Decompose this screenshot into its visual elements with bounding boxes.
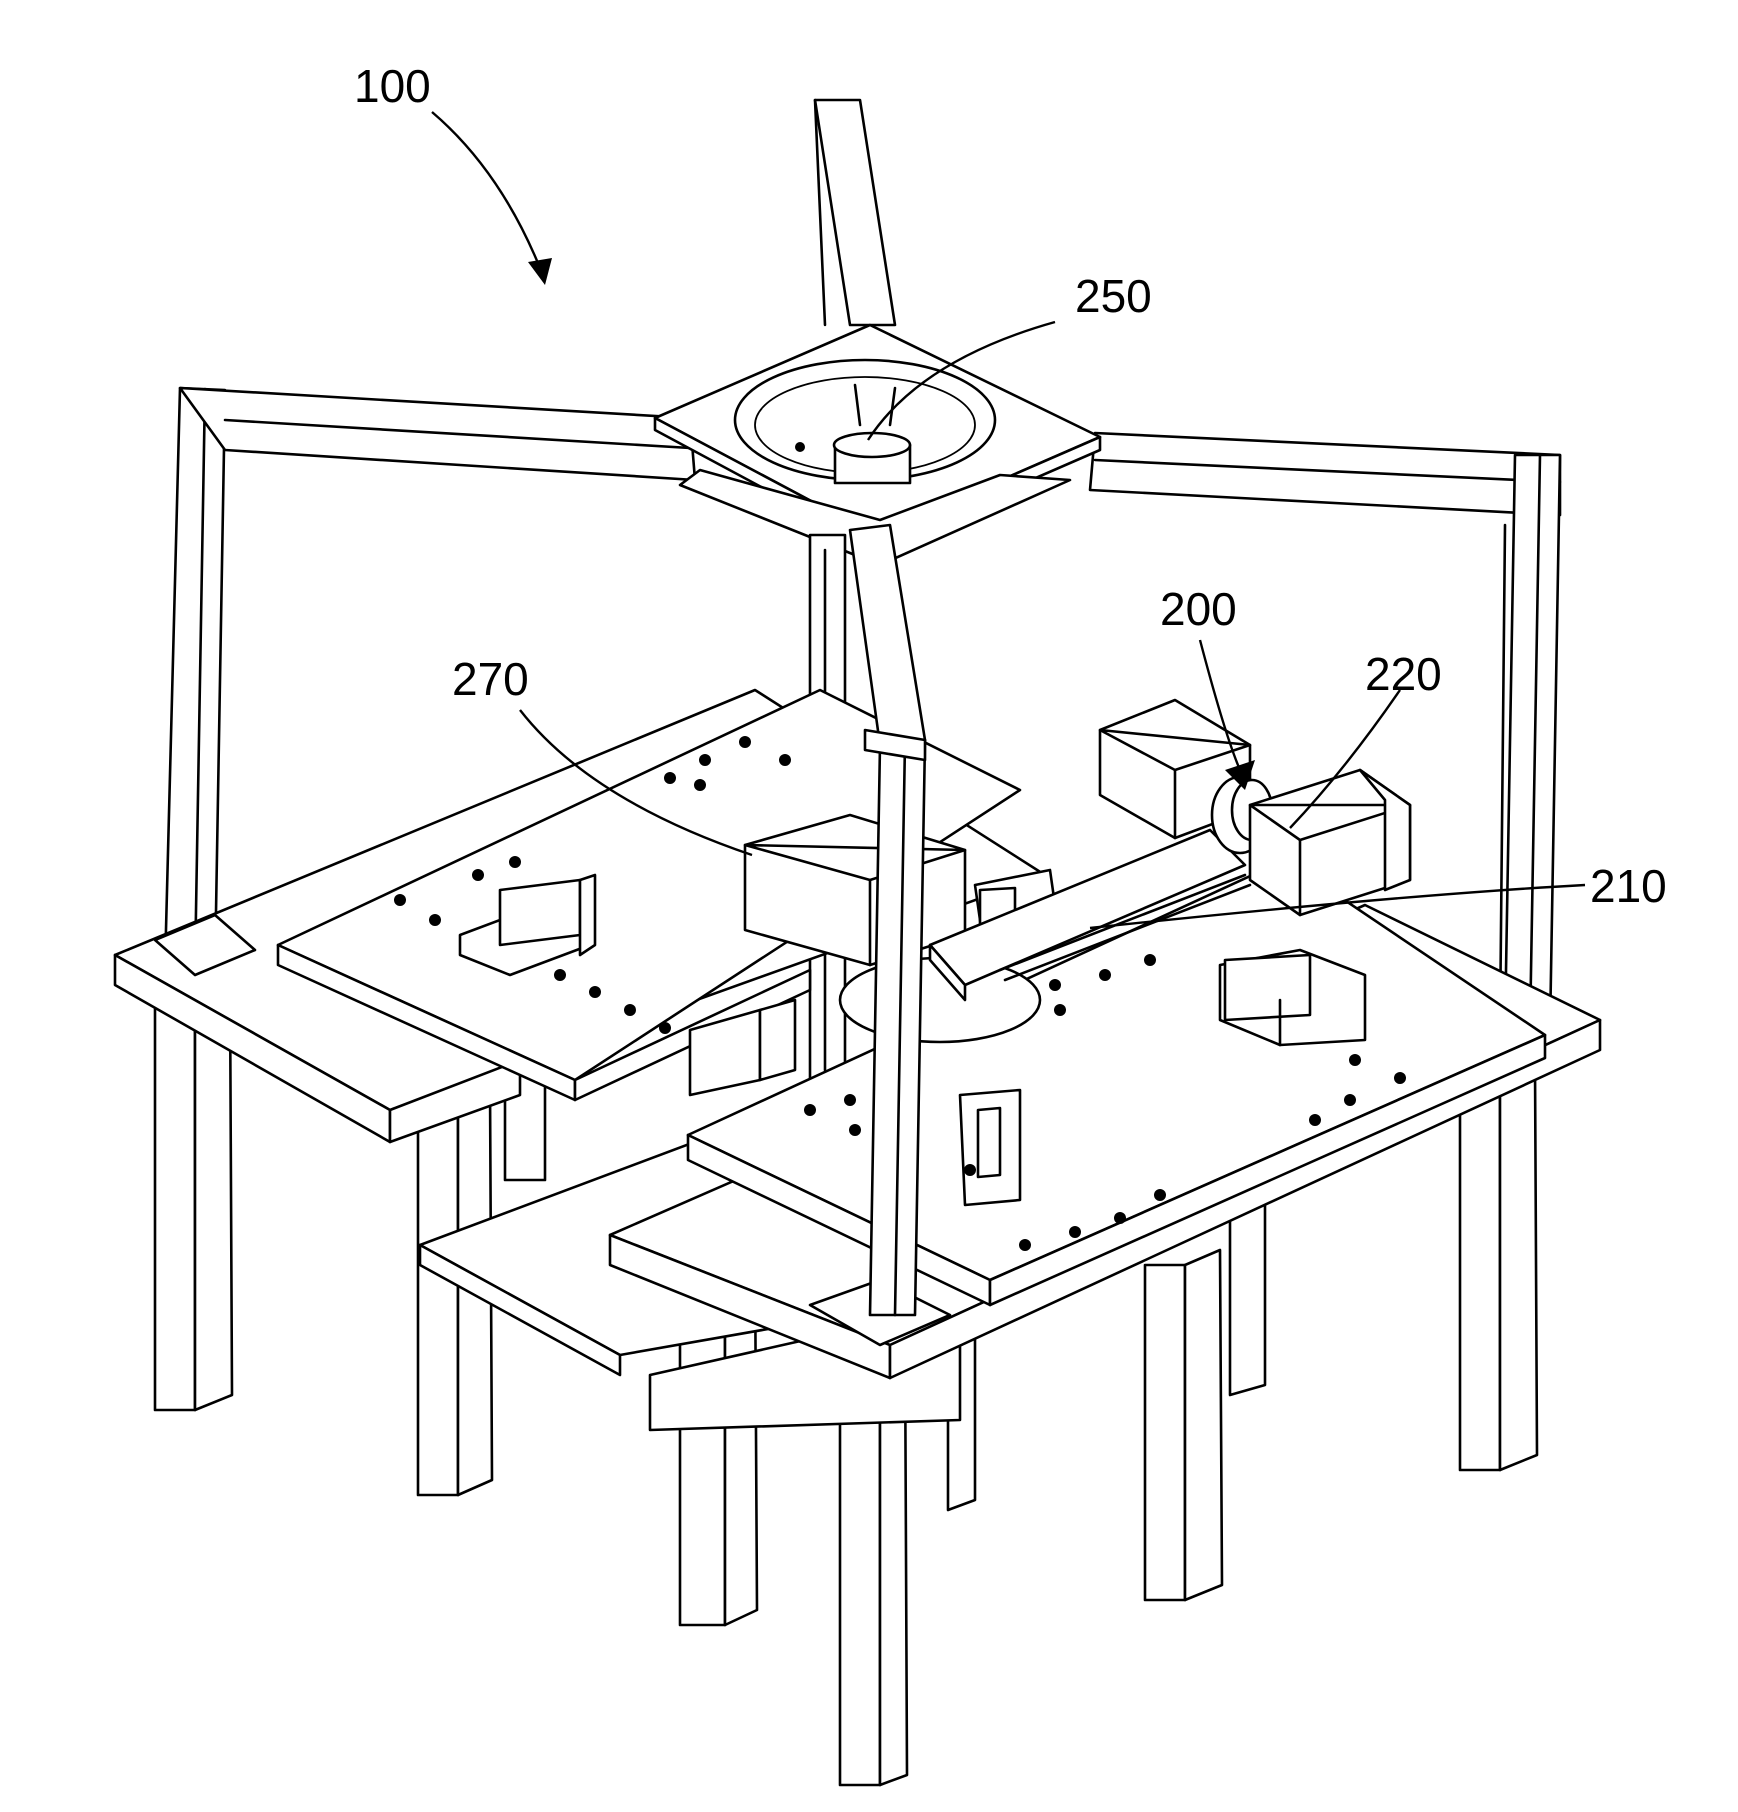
ref-100: 100 xyxy=(354,60,431,112)
ref-250: 250 xyxy=(1075,270,1152,322)
leader-100 xyxy=(432,112,540,268)
vertical-mast xyxy=(815,100,895,325)
arrowhead-100 xyxy=(528,258,552,285)
ref-270: 270 xyxy=(452,653,529,705)
ref-220: 220 xyxy=(1365,648,1442,700)
ref-200: 200 xyxy=(1160,583,1237,635)
ref-210: 210 xyxy=(1590,860,1667,912)
